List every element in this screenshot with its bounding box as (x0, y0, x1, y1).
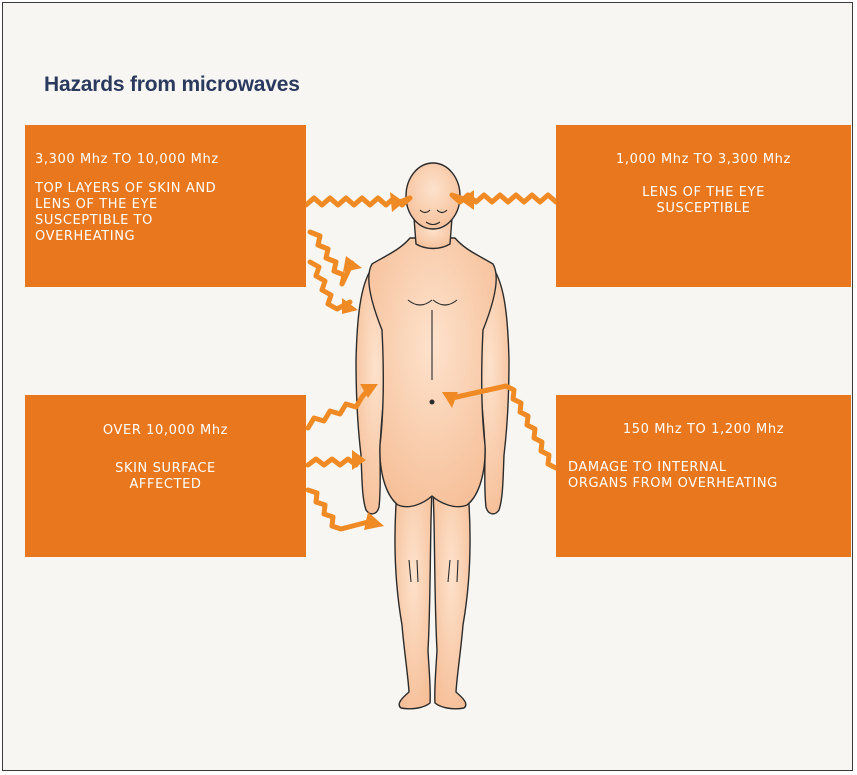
hazard-box-top-left: 3,300 Mhz TO 10,000 Mhz TOP LAYERS OF SK… (25, 125, 306, 287)
wave-arrow-bl-lower (308, 490, 368, 529)
human-figure (356, 163, 509, 709)
hazard-box-bottom-left: OVER 10,000 Mhz SKIN SURFACE AFFECTED (25, 395, 306, 557)
arrowhead-tl-shoulder (343, 256, 362, 272)
frequency-range-label: 1,000 Mhz TO 3,300 Mhz (556, 152, 851, 168)
wave-arrow-bl-middle (308, 459, 356, 465)
hazard-description: LENS OF THE EYE SUSCEPTIBLE (556, 185, 851, 217)
arrowhead-bl-lower (364, 512, 384, 530)
frequency-range-label: 3,300 Mhz TO 10,000 Mhz (35, 152, 306, 168)
hazard-description: TOP LAYERS OF SKIN AND LENS OF THE EYE S… (35, 181, 306, 245)
frequency-range-label: 150 Mhz TO 1,200 Mhz (556, 422, 851, 438)
right-leg (433, 485, 470, 709)
hazard-box-bottom-right: 150 Mhz TO 1,200 Mhz DAMAGE TO INTERNAL … (556, 395, 851, 557)
left-leg (395, 485, 432, 709)
hazard-description: SKIN SURFACE AFFECTED (25, 461, 306, 493)
arrowhead-tl-head (390, 192, 404, 212)
hazard-box-top-right: 1,000 Mhz TO 3,300 Mhz LENS OF THE EYE S… (556, 125, 851, 287)
frequency-range-label: OVER 10,000 Mhz (25, 423, 306, 439)
hazard-description: DAMAGE TO INTERNAL ORGANS FROM OVERHEATI… (556, 460, 851, 492)
